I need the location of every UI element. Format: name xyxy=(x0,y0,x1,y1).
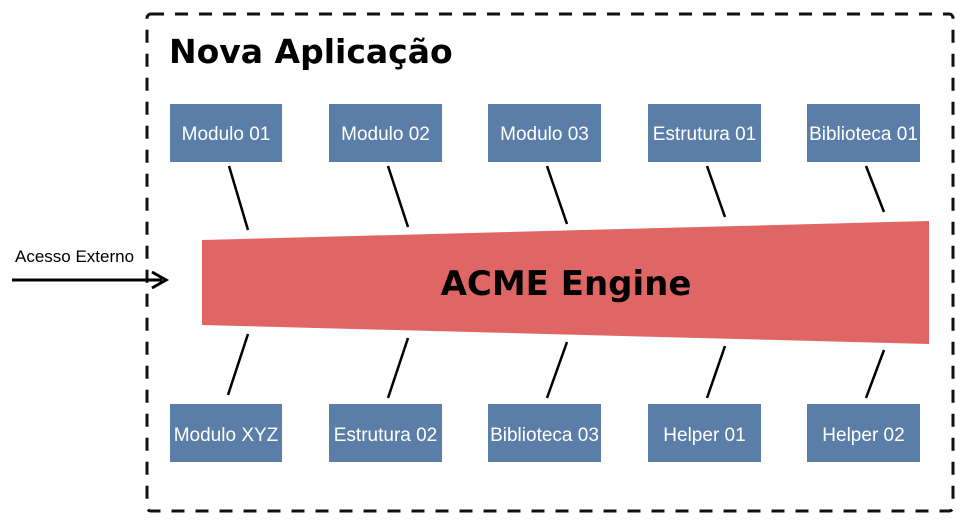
module-box-helper-02[interactable]: Helper 02 xyxy=(807,404,920,462)
module-label: Modulo 03 xyxy=(500,124,589,145)
connector-modulo-02 xyxy=(386,165,410,228)
module-label: Helper 02 xyxy=(822,425,904,446)
module-box-estrutura-01[interactable]: Estrutura 01 xyxy=(648,104,761,162)
module-box-biblioteca-01[interactable]: Biblioteca 01 xyxy=(807,104,920,162)
module-label: Biblioteca 03 xyxy=(490,425,599,446)
acme-engine-label: ACME Engine xyxy=(441,264,692,304)
external-access-arrow xyxy=(12,270,170,290)
module-label: Modulo 02 xyxy=(341,124,430,145)
module-label: Modulo XYZ xyxy=(174,425,279,446)
module-label: Estrutura 01 xyxy=(653,124,757,145)
acme-engine-shape xyxy=(202,221,929,344)
module-label: Biblioteca 01 xyxy=(809,124,918,145)
module-box-modulo-01[interactable]: Modulo 01 xyxy=(170,104,282,162)
connector-estrutura-02 xyxy=(386,337,410,399)
connector-biblioteca-03 xyxy=(545,341,569,399)
module-label: Helper 01 xyxy=(663,425,745,446)
module-box-modulo-xyz[interactable]: Modulo XYZ xyxy=(170,404,282,462)
connector-helper-02 xyxy=(864,349,886,399)
module-box-estrutura-02[interactable]: Estrutura 02 xyxy=(329,404,442,462)
top-connectors xyxy=(227,165,886,231)
module-box-biblioteca-03[interactable]: Biblioteca 03 xyxy=(488,404,601,462)
external-access-label: Acesso Externo xyxy=(15,247,134,266)
connector-modulo-xyz xyxy=(226,333,250,396)
connector-modulo-01 xyxy=(227,165,250,231)
bottom-modules: Modulo XYZ Estrutura 02 Biblioteca 03 He… xyxy=(170,404,920,462)
connector-estrutura-01 xyxy=(705,165,727,218)
module-label: Estrutura 02 xyxy=(334,425,438,446)
module-box-modulo-03[interactable]: Modulo 03 xyxy=(488,104,601,162)
application-title: Nova Aplicação xyxy=(169,32,453,71)
module-box-helper-01[interactable]: Helper 01 xyxy=(648,404,761,462)
bottom-connectors xyxy=(226,333,886,399)
connector-modulo-03 xyxy=(545,165,569,225)
module-box-modulo-02[interactable]: Modulo 02 xyxy=(329,104,442,162)
connector-helper-01 xyxy=(705,345,727,399)
connector-biblioteca-01 xyxy=(864,165,886,213)
module-label: Modulo 01 xyxy=(182,124,271,145)
top-modules: Modulo 01 Modulo 02 Modulo 03 Estrutura … xyxy=(170,104,920,162)
